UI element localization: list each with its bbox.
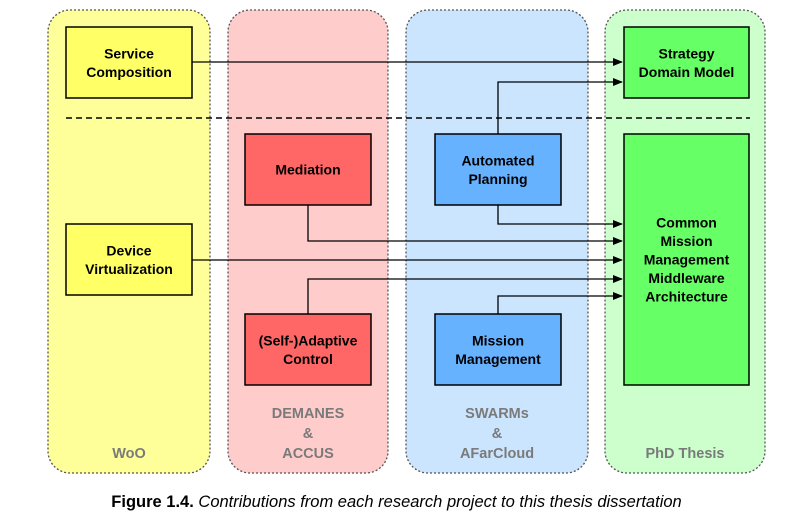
box-mission-management — [434, 313, 562, 386]
box-label-service-composition: Service — [104, 45, 154, 61]
box-common-mission-management — [623, 133, 750, 386]
box-label-automated-planning: Planning — [468, 171, 527, 187]
box-label-automated-planning: Automated — [461, 152, 534, 168]
box-label-device-virtualization: Virtualization — [85, 261, 173, 277]
column-label-demanes: & — [303, 426, 314, 442]
box-label-service-composition: Composition — [86, 64, 172, 80]
box-label-common-mission-management: Architecture — [645, 289, 728, 305]
box-label-mission-management: Management — [455, 351, 541, 367]
box-automated-planning — [434, 133, 562, 206]
box-strategy-domain-model — [623, 26, 750, 99]
box-service-composition — [65, 26, 193, 99]
figure-caption: Figure 1.4. Contributions from each rese… — [0, 493, 793, 512]
box-self-adaptive-control — [244, 313, 372, 386]
column-label-demanes: ACCUS — [282, 446, 334, 462]
box-label-mediation: Mediation — [275, 162, 340, 178]
arrow-mission-to-common — [497, 292, 623, 314]
box-label-common-mission-management: Management — [644, 252, 730, 268]
column-label-demanes: DEMANES — [272, 406, 345, 422]
column-label-swarms: & — [492, 426, 503, 442]
box-label-strategy-domain-model: Strategy — [658, 45, 714, 61]
caption-label: Figure 1.4. — [111, 493, 194, 511]
box-label-common-mission-management: Middleware — [648, 270, 724, 286]
contributions-diagram: WoO DEMANES & ACCUS SWARMs & AFarCloud PhD Thes… — [47, 9, 766, 474]
box-label-device-virtualization: Device — [106, 242, 151, 258]
box-label-mission-management: Mission — [472, 332, 524, 348]
box-label-common-mission-management: Mission — [660, 233, 712, 249]
arrow-mediation-to-common — [307, 205, 623, 245]
box-label-self-adaptive-control: (Self-)Adaptive — [259, 332, 358, 348]
column-label-woo: WoO — [112, 446, 146, 462]
box-label-common-mission-management: Common — [656, 215, 717, 231]
caption-text: Contributions from each research project… — [198, 493, 682, 511]
arrow-adaptive-to-common — [307, 275, 623, 314]
box-mediation — [244, 133, 372, 206]
column-label-swarms: SWARMs — [465, 406, 529, 422]
column-label-phd: PhD Thesis — [646, 446, 725, 462]
arrows-layer — [192, 58, 623, 314]
box-device-virtualization — [65, 223, 193, 296]
arrow-planning-to-common — [497, 205, 623, 228]
box-label-strategy-domain-model: Domain Model — [639, 64, 735, 80]
arrow-planning-to-strategy — [497, 78, 623, 134]
column-label-swarms: AFarCloud — [460, 446, 534, 462]
box-label-self-adaptive-control: Control — [283, 351, 333, 367]
